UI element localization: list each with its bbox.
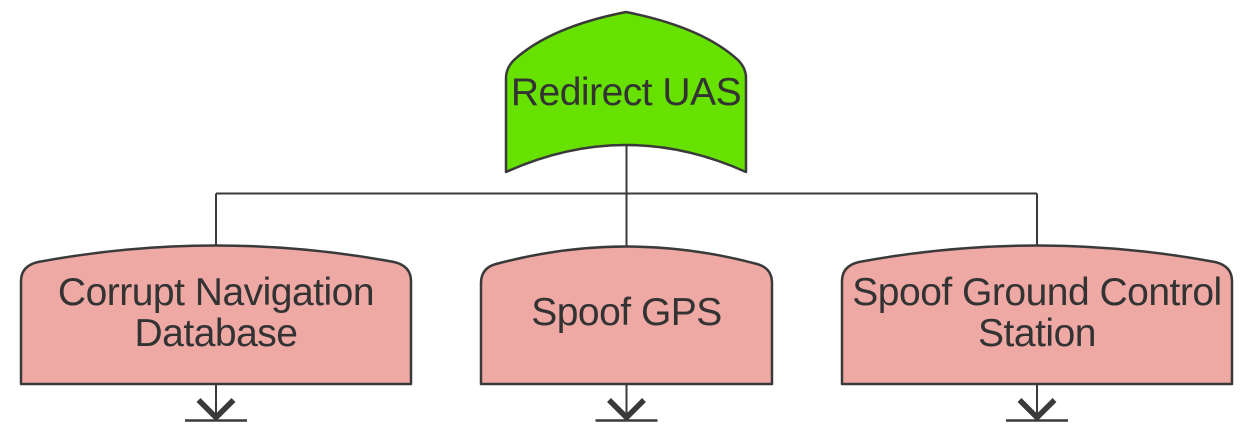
child-node-shape-spoof-gps [479,245,774,386]
child-node-shape-corrupt-navigation-database [19,244,413,386]
down-arrow-corrupt-navigation-database [185,384,247,422]
down-arrow-spoof-ground-control-station [1006,384,1068,422]
connector-tree [215,145,1038,248]
arrow-head-icon [196,398,236,422]
child-node-shape-spoof-ground-control-station [840,244,1234,386]
arrow-head-icon [1017,398,1057,422]
root-node-shape [504,10,748,174]
arrow-head-icon [607,398,646,422]
down-arrow-spoof-gps [595,384,658,422]
